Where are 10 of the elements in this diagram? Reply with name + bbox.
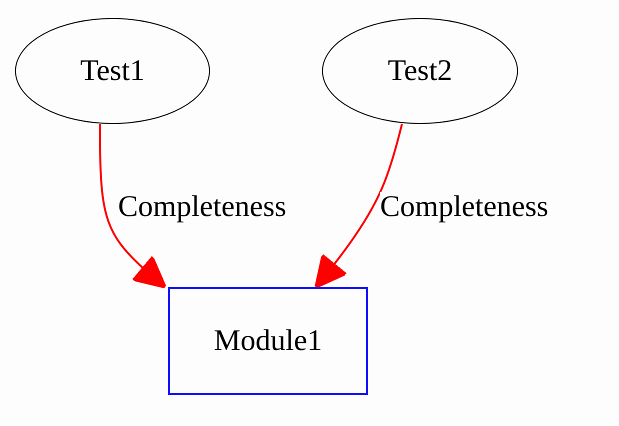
process-box (168, 287, 368, 395)
ellipse-node (322, 18, 518, 124)
node-label: Test2 (388, 54, 452, 88)
node-label: Test1 (80, 54, 145, 88)
ellipse-node (15, 18, 210, 124)
arrow (314, 124, 403, 288)
node-label: Module1 (214, 324, 322, 358)
arrow (99, 124, 166, 288)
edge-label: Completeness (118, 192, 286, 222)
edge-label: Completeness (380, 192, 548, 222)
